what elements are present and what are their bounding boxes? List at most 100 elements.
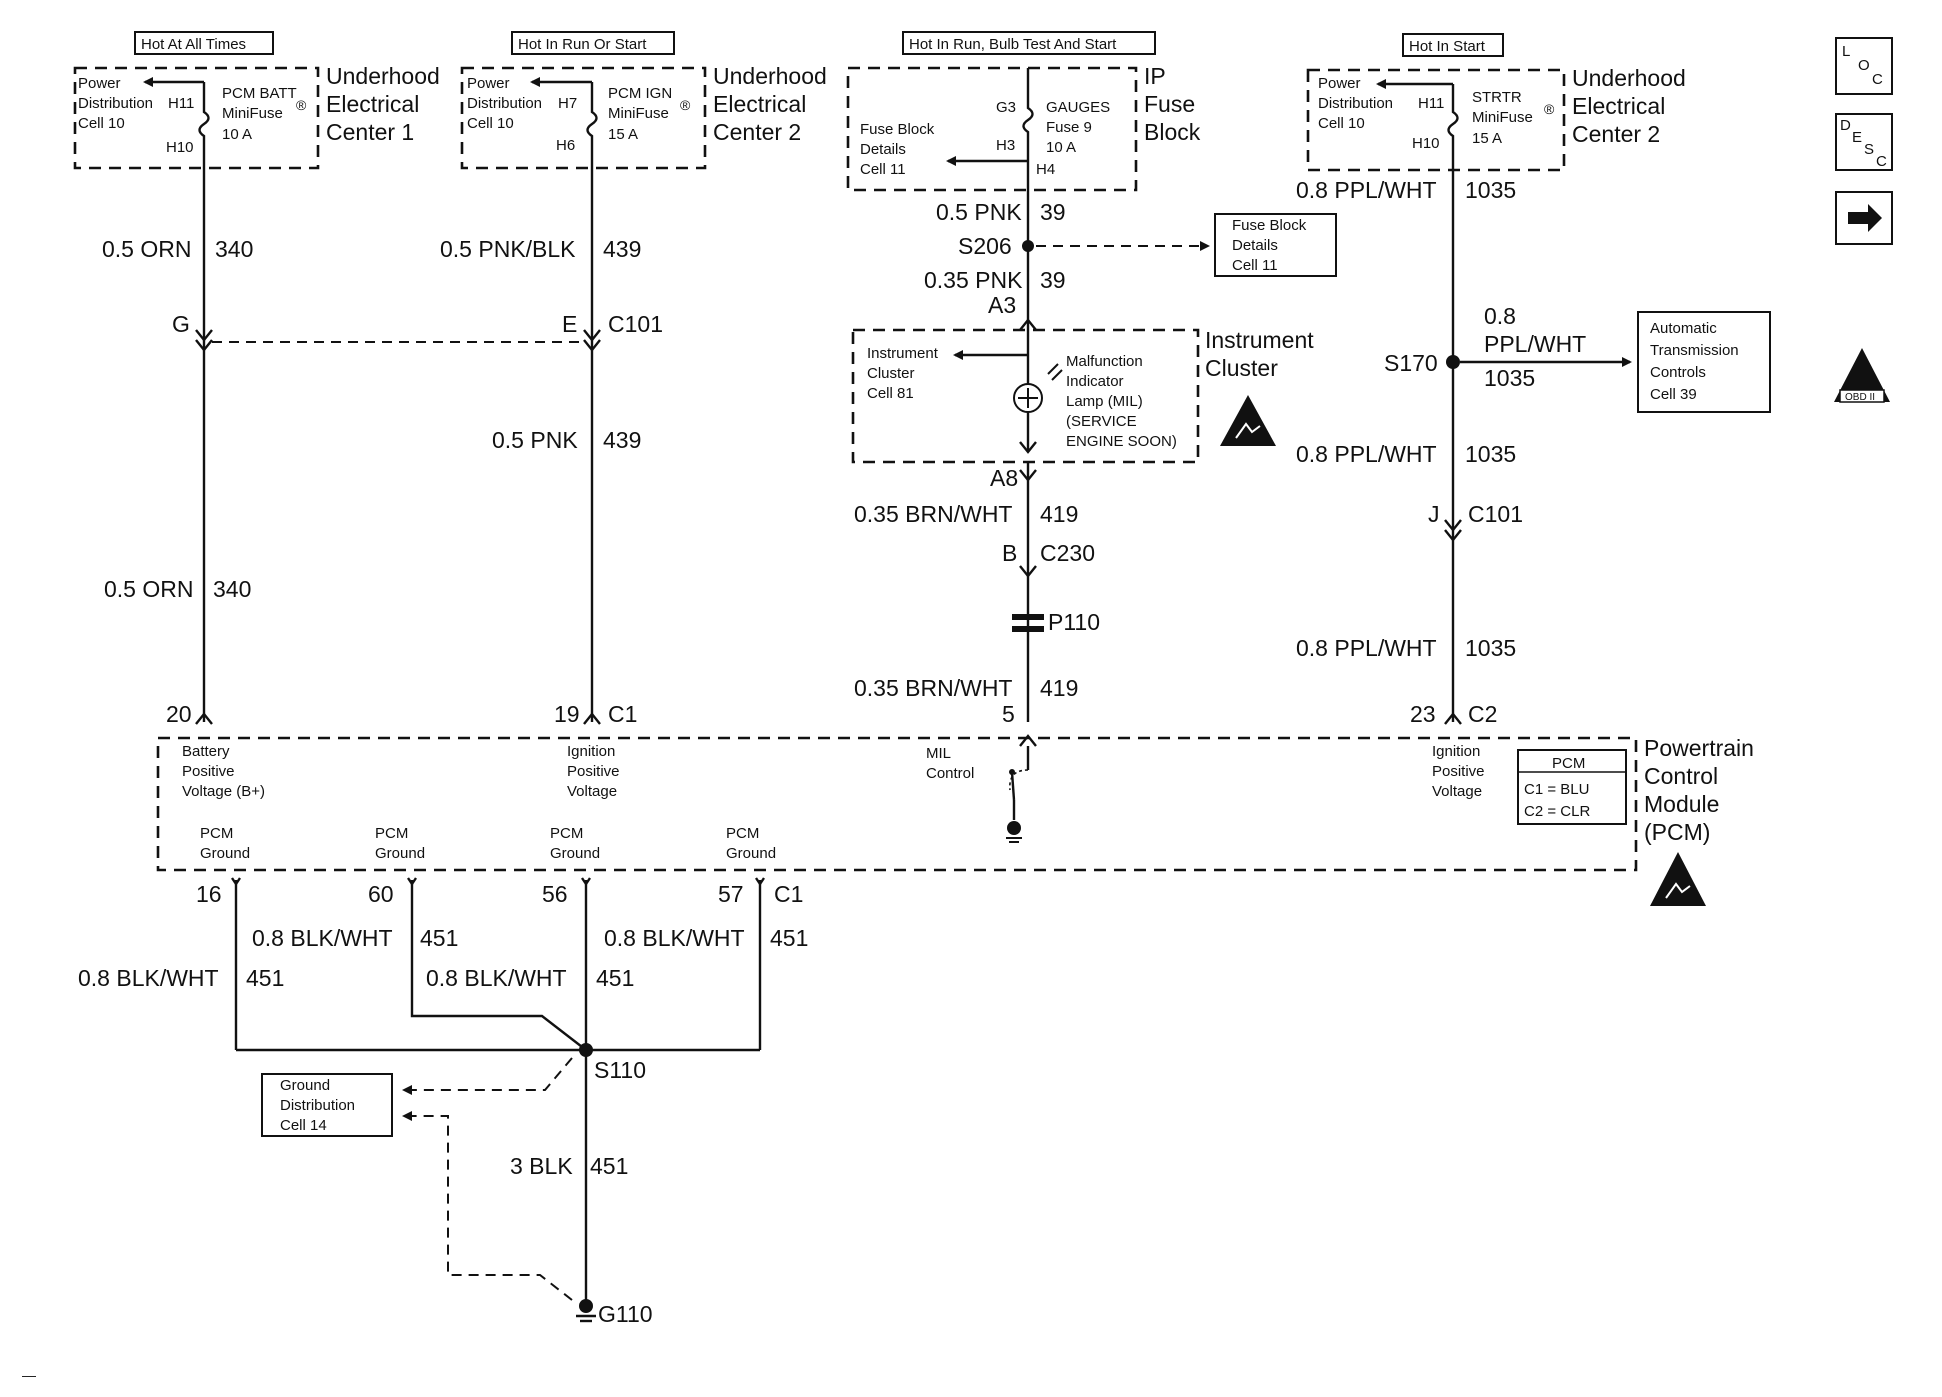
svg-text:0.5 PNK/BLK: 0.5 PNK/BLK (440, 236, 576, 262)
svg-text:Controls: Controls (1650, 364, 1706, 381)
svg-text:60: 60 (368, 881, 394, 907)
header-hot-in-start: Hot In Start (1402, 33, 1504, 57)
svg-text:0.5 ORN: 0.5 ORN (102, 236, 191, 262)
fuse-block-details-ref-box[interactable]: Fuse Block Details Cell 11 (1214, 213, 1337, 277)
next-arrow-icon[interactable] (1835, 191, 1893, 245)
svg-text:Cell 11: Cell 11 (860, 161, 906, 178)
svg-text:Positive: Positive (567, 763, 620, 780)
svg-text:Positive: Positive (182, 763, 235, 780)
svg-text:Cluster: Cluster (1205, 355, 1278, 381)
svg-text:Underhood: Underhood (1572, 65, 1686, 91)
svg-text:0.35 PNK: 0.35 PNK (924, 267, 1023, 293)
svg-text:Instrument: Instrument (1205, 327, 1314, 353)
svg-text:0.5 PNK: 0.5 PNK (492, 427, 578, 453)
svg-text:PCM: PCM (726, 825, 759, 842)
svg-text:0.8 BLK/WHT: 0.8 BLK/WHT (78, 965, 219, 991)
circuit-39-419: 0.5 PNK 39 S206 0.35 PNK 39 A3 (924, 199, 1210, 340)
svg-text:19: 19 (554, 701, 580, 727)
svg-text:(PCM): (PCM) (1644, 819, 1710, 845)
svg-text:Fuse 9: Fuse 9 (1046, 119, 1092, 136)
svg-text:10 A: 10 A (1046, 139, 1076, 156)
svg-text:G: G (172, 311, 190, 337)
svg-text:PCM IGN: PCM IGN (608, 85, 672, 102)
svg-text:OBD II: OBD II (1845, 392, 1875, 403)
svg-text:Ignition: Ignition (567, 743, 615, 760)
pcm-connector-legend: PCM C1 = BLU C2 = CLR (1517, 749, 1627, 825)
svg-text:MiniFuse: MiniFuse (222, 105, 283, 122)
svg-text:S170: S170 (1384, 350, 1438, 376)
circuit-1035: 0.8 PPL/WHT 1035 S170 0.8 PPL/WHT 1035 0… (1296, 150, 1632, 727)
svg-text:Instrument: Instrument (867, 345, 939, 362)
svg-text:Center 2: Center 2 (713, 119, 801, 145)
svg-text:Cluster: Cluster (867, 365, 915, 382)
svg-text:Positive: Positive (1432, 763, 1485, 780)
svg-text:Voltage (B+): Voltage (B+) (182, 783, 265, 800)
svg-text:H7: H7 (558, 95, 577, 112)
svg-text:Hot At All Times: Hot At All Times (141, 36, 246, 53)
svg-text:439: 439 (603, 427, 641, 453)
svg-text:MIL: MIL (926, 745, 951, 762)
svg-text:451: 451 (596, 965, 634, 991)
svg-text:Underhood: Underhood (326, 63, 440, 89)
svg-text:P110: P110 (1048, 609, 1100, 635)
automatic-transmission-controls-ref-box[interactable]: Automatic Transmission Controls Cell 39 (1637, 311, 1771, 413)
svg-text:H6: H6 (556, 137, 575, 154)
svg-text:Electrical: Electrical (1572, 93, 1665, 119)
ground-distribution-ref-box[interactable]: Ground Distribution Cell 14 (261, 1073, 393, 1137)
esd-warning-icon (1220, 395, 1276, 446)
svg-text:Distribution: Distribution (280, 1097, 355, 1114)
circuit-439: 0.5 PNK/BLK 439 E C101 0.5 PNK 439 19 C1 (440, 148, 663, 727)
svg-text:Malfunction: Malfunction (1066, 353, 1143, 370)
svg-text:Automatic: Automatic (1650, 320, 1717, 337)
svg-text:Lamp (MIL): Lamp (MIL) (1066, 393, 1143, 410)
svg-text:C230: C230 (1040, 540, 1095, 566)
svg-text:C2 = CLR: C2 = CLR (1524, 803, 1590, 820)
location-view-icon[interactable]: L O C (1835, 37, 1893, 95)
svg-text:E: E (562, 311, 577, 337)
svg-text:STRTR: STRTR (1472, 89, 1522, 106)
svg-text:56: 56 (542, 881, 568, 907)
svg-text:®: ® (296, 97, 307, 113)
svg-text:Ground: Ground (375, 845, 425, 862)
svg-text:Power: Power (1318, 75, 1361, 92)
svg-text:Ignition: Ignition (1432, 743, 1480, 760)
svg-text:H10: H10 (1412, 135, 1440, 152)
svg-text:PPL/WHT: PPL/WHT (1484, 331, 1586, 357)
svg-text:L: L (1842, 43, 1850, 60)
svg-text:1035: 1035 (1465, 635, 1516, 661)
svg-text:(SERVICE: (SERVICE (1066, 413, 1137, 430)
header-hot-in-run-bulb-test-start: Hot In Run, Bulb Test And Start (902, 31, 1156, 55)
svg-text:Cell 14: Cell 14 (280, 1117, 327, 1134)
svg-text:Transmission: Transmission (1650, 342, 1739, 359)
svg-text:0.8 BLK/WHT: 0.8 BLK/WHT (252, 925, 393, 951)
svg-text:C2: C2 (1468, 701, 1497, 727)
svg-text:Cell 81: Cell 81 (867, 385, 914, 402)
instrument-cluster-block: Instrument Cluster Cell 81 Malfunction I… (851, 327, 1314, 464)
svg-text:1035: 1035 (1465, 177, 1516, 203)
pcm-block: Battery Positive Voltage (B+) Ignition P… (156, 736, 1638, 872)
svg-text:Distribution: Distribution (1318, 95, 1393, 112)
svg-text:Underhood: Underhood (713, 63, 827, 89)
svg-text:Power: Power (78, 75, 121, 92)
svg-text:Ground: Ground (550, 845, 600, 862)
svg-text:Module: Module (1644, 791, 1719, 817)
svg-text:A8: A8 (990, 465, 1018, 491)
svg-text:0.8 BLK/WHT: 0.8 BLK/WHT (604, 925, 745, 951)
svg-text:Indicator: Indicator (1066, 373, 1124, 390)
svg-text:Fuse Block: Fuse Block (860, 121, 935, 138)
ground-circuits-451: 16 60 56 57 C1 0.8 BLK/WHT 451 0.8 BLK/W… (78, 877, 808, 1327)
svg-text:PCM: PCM (1552, 755, 1585, 772)
svg-text:Voltage: Voltage (567, 783, 617, 800)
svg-text:IP: IP (1144, 63, 1166, 89)
svg-text:C101: C101 (608, 311, 663, 337)
svg-text:B: B (1002, 540, 1017, 566)
description-view-icon[interactable]: D E S C (1835, 113, 1893, 171)
svg-text:0.5 PNK: 0.5 PNK (936, 199, 1022, 225)
svg-text:419: 419 (1040, 501, 1078, 527)
svg-text:10 A: 10 A (222, 126, 252, 143)
svg-text:Distribution: Distribution (467, 95, 542, 112)
svg-text:Fuse Block: Fuse Block (1232, 217, 1307, 234)
svg-text:Voltage: Voltage (1432, 783, 1482, 800)
